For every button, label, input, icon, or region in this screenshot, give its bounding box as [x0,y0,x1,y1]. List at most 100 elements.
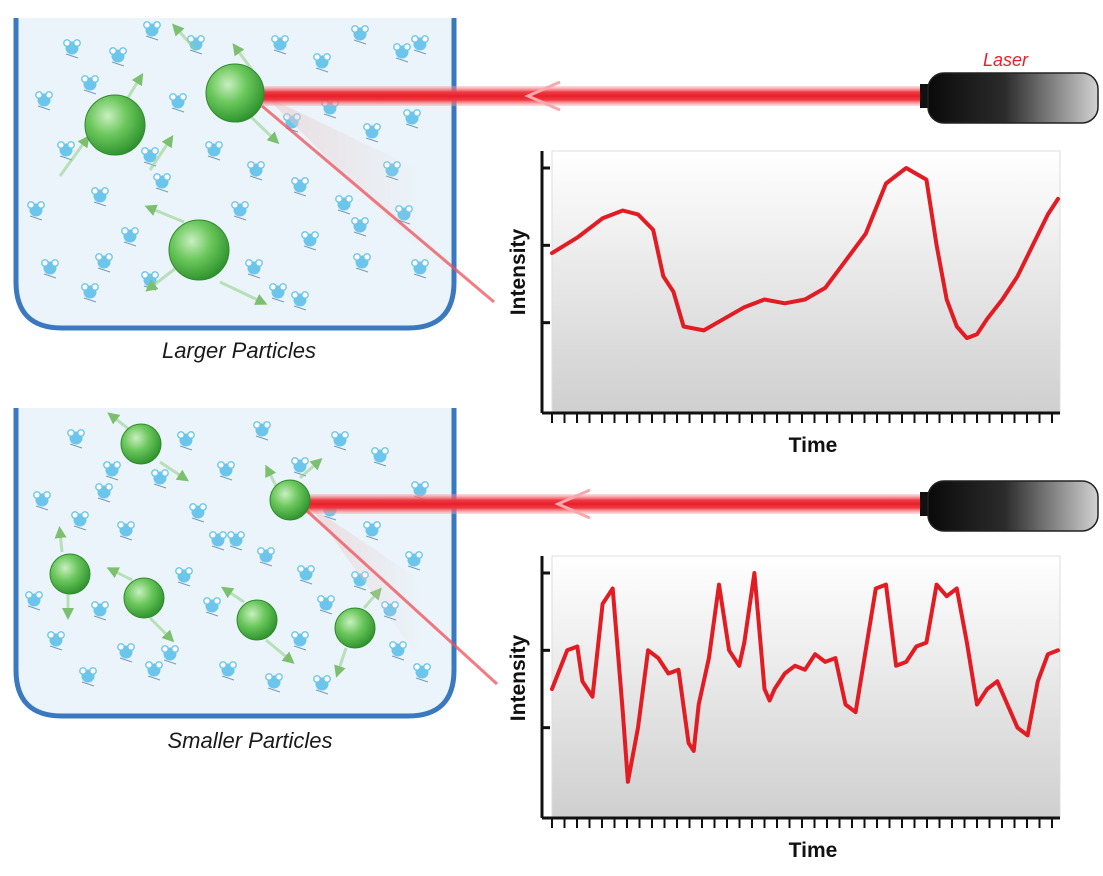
axis-ticks [542,166,1053,423]
y-axis-title: Intensity [507,635,530,722]
x-axis-title: Time [789,434,838,457]
solvent-molecule [79,667,97,687]
particle [205,63,265,123]
particle [120,423,162,465]
motion-arrow [219,280,268,305]
solvent-molecule [291,291,309,311]
beam-direction-arrow-top [524,80,561,112]
solvent-molecule [67,429,85,449]
solvent-molecule [313,53,331,73]
solvent-molecule [117,643,135,663]
solvent-molecule [35,91,53,111]
solvent-molecule [297,565,315,585]
solvent-molecule [175,567,193,587]
motion-arrow [148,135,174,171]
solvent-molecule [291,457,309,477]
particle [334,607,376,649]
solvent-molecule [91,187,109,207]
particle [236,599,278,641]
solvent-molecule [389,641,407,661]
solvent-molecule [145,661,163,681]
solvent-molecule [227,531,245,551]
motion-arrow [221,586,245,604]
solvent-molecule [245,259,263,279]
solvent-molecule [353,253,371,273]
solvent-molecule [203,597,221,617]
laser-label: Laser [983,50,1029,70]
y-axis-title: Intensity [507,229,530,316]
laser-beam-top [262,86,924,106]
solvent-molecule [103,461,121,481]
solvent-molecule [95,253,113,273]
solvent-molecule [411,259,429,279]
motion-arrow [145,266,177,292]
motion-arrow [334,647,348,678]
solvent-molecule [363,521,381,541]
solvent-molecule [95,483,113,503]
intensity-series-line [550,571,1060,784]
motion-arrow [144,204,185,224]
solvent-molecule [217,461,235,481]
solvent-molecule [71,511,89,531]
motion-arrow [106,567,133,582]
solvent-molecule [205,141,223,161]
solvent-molecule [313,675,331,695]
axis-ticks [542,571,1053,828]
solvent-molecule [413,663,431,683]
solvent-molecule [351,25,369,45]
solvent-molecule [271,35,289,55]
solvent-molecule [291,631,309,651]
solvent-molecule [47,631,65,651]
solvent-molecule [27,201,45,221]
x-axis-title: Time [789,839,838,862]
particle [168,219,230,281]
scatter-cone-bottom [310,506,420,660]
solvent-molecule [331,431,349,451]
solvent-molecule [109,47,127,67]
beam-direction-arrow-bottom [554,488,591,520]
panel-larger-particles: Laser Larger Particles Time Intensity [13,18,1099,457]
solvent-molecule [253,421,271,441]
particle [123,577,165,619]
intensity-chart-bottom: Time Intensity [507,555,1061,862]
solvent-molecule [57,141,75,161]
solvent-molecule [371,447,389,467]
motion-arrow [107,412,131,432]
solvent-molecule [291,177,309,197]
particle [84,94,146,156]
solvent-molecule [33,491,51,511]
solvent-molecule [411,35,429,55]
motion-arrow [171,23,198,52]
solvent-molecule [189,503,207,523]
solvent-molecule [219,661,237,681]
particle [49,553,91,595]
solvent-molecule [169,93,187,113]
scattered-light-top [261,104,495,304]
motion-arrow [299,458,323,480]
panel-caption: Larger Particles [162,338,316,363]
solvent-molecule [143,21,161,41]
solvent-molecule [153,173,171,193]
particle [269,479,311,521]
solvent-molecule [301,231,319,251]
panel-caption: Smaller Particles [167,728,332,753]
solvent-molecule [121,227,139,247]
motion-arrow [248,114,280,145]
plot-area [551,150,1061,414]
panel-smaller-particles: Smaller Particles Time Intensity [13,408,1099,862]
solvent-molecule [403,109,421,129]
intensity-chart-top: Time Intensity [507,150,1061,457]
motion-arrow [58,135,90,177]
solvent-molecule [393,43,411,63]
laser-source-bottom [920,480,1099,532]
motion-arrow [148,616,175,643]
solvent-molecule [177,431,195,451]
motion-arrow [265,464,278,487]
solvent-molecule [91,601,109,621]
solvent-molecule [25,591,43,611]
solvent-molecule [269,283,287,303]
scattered-light-bottom [304,508,499,686]
solvent-molecule [317,595,335,615]
motion-arrow [159,460,189,482]
